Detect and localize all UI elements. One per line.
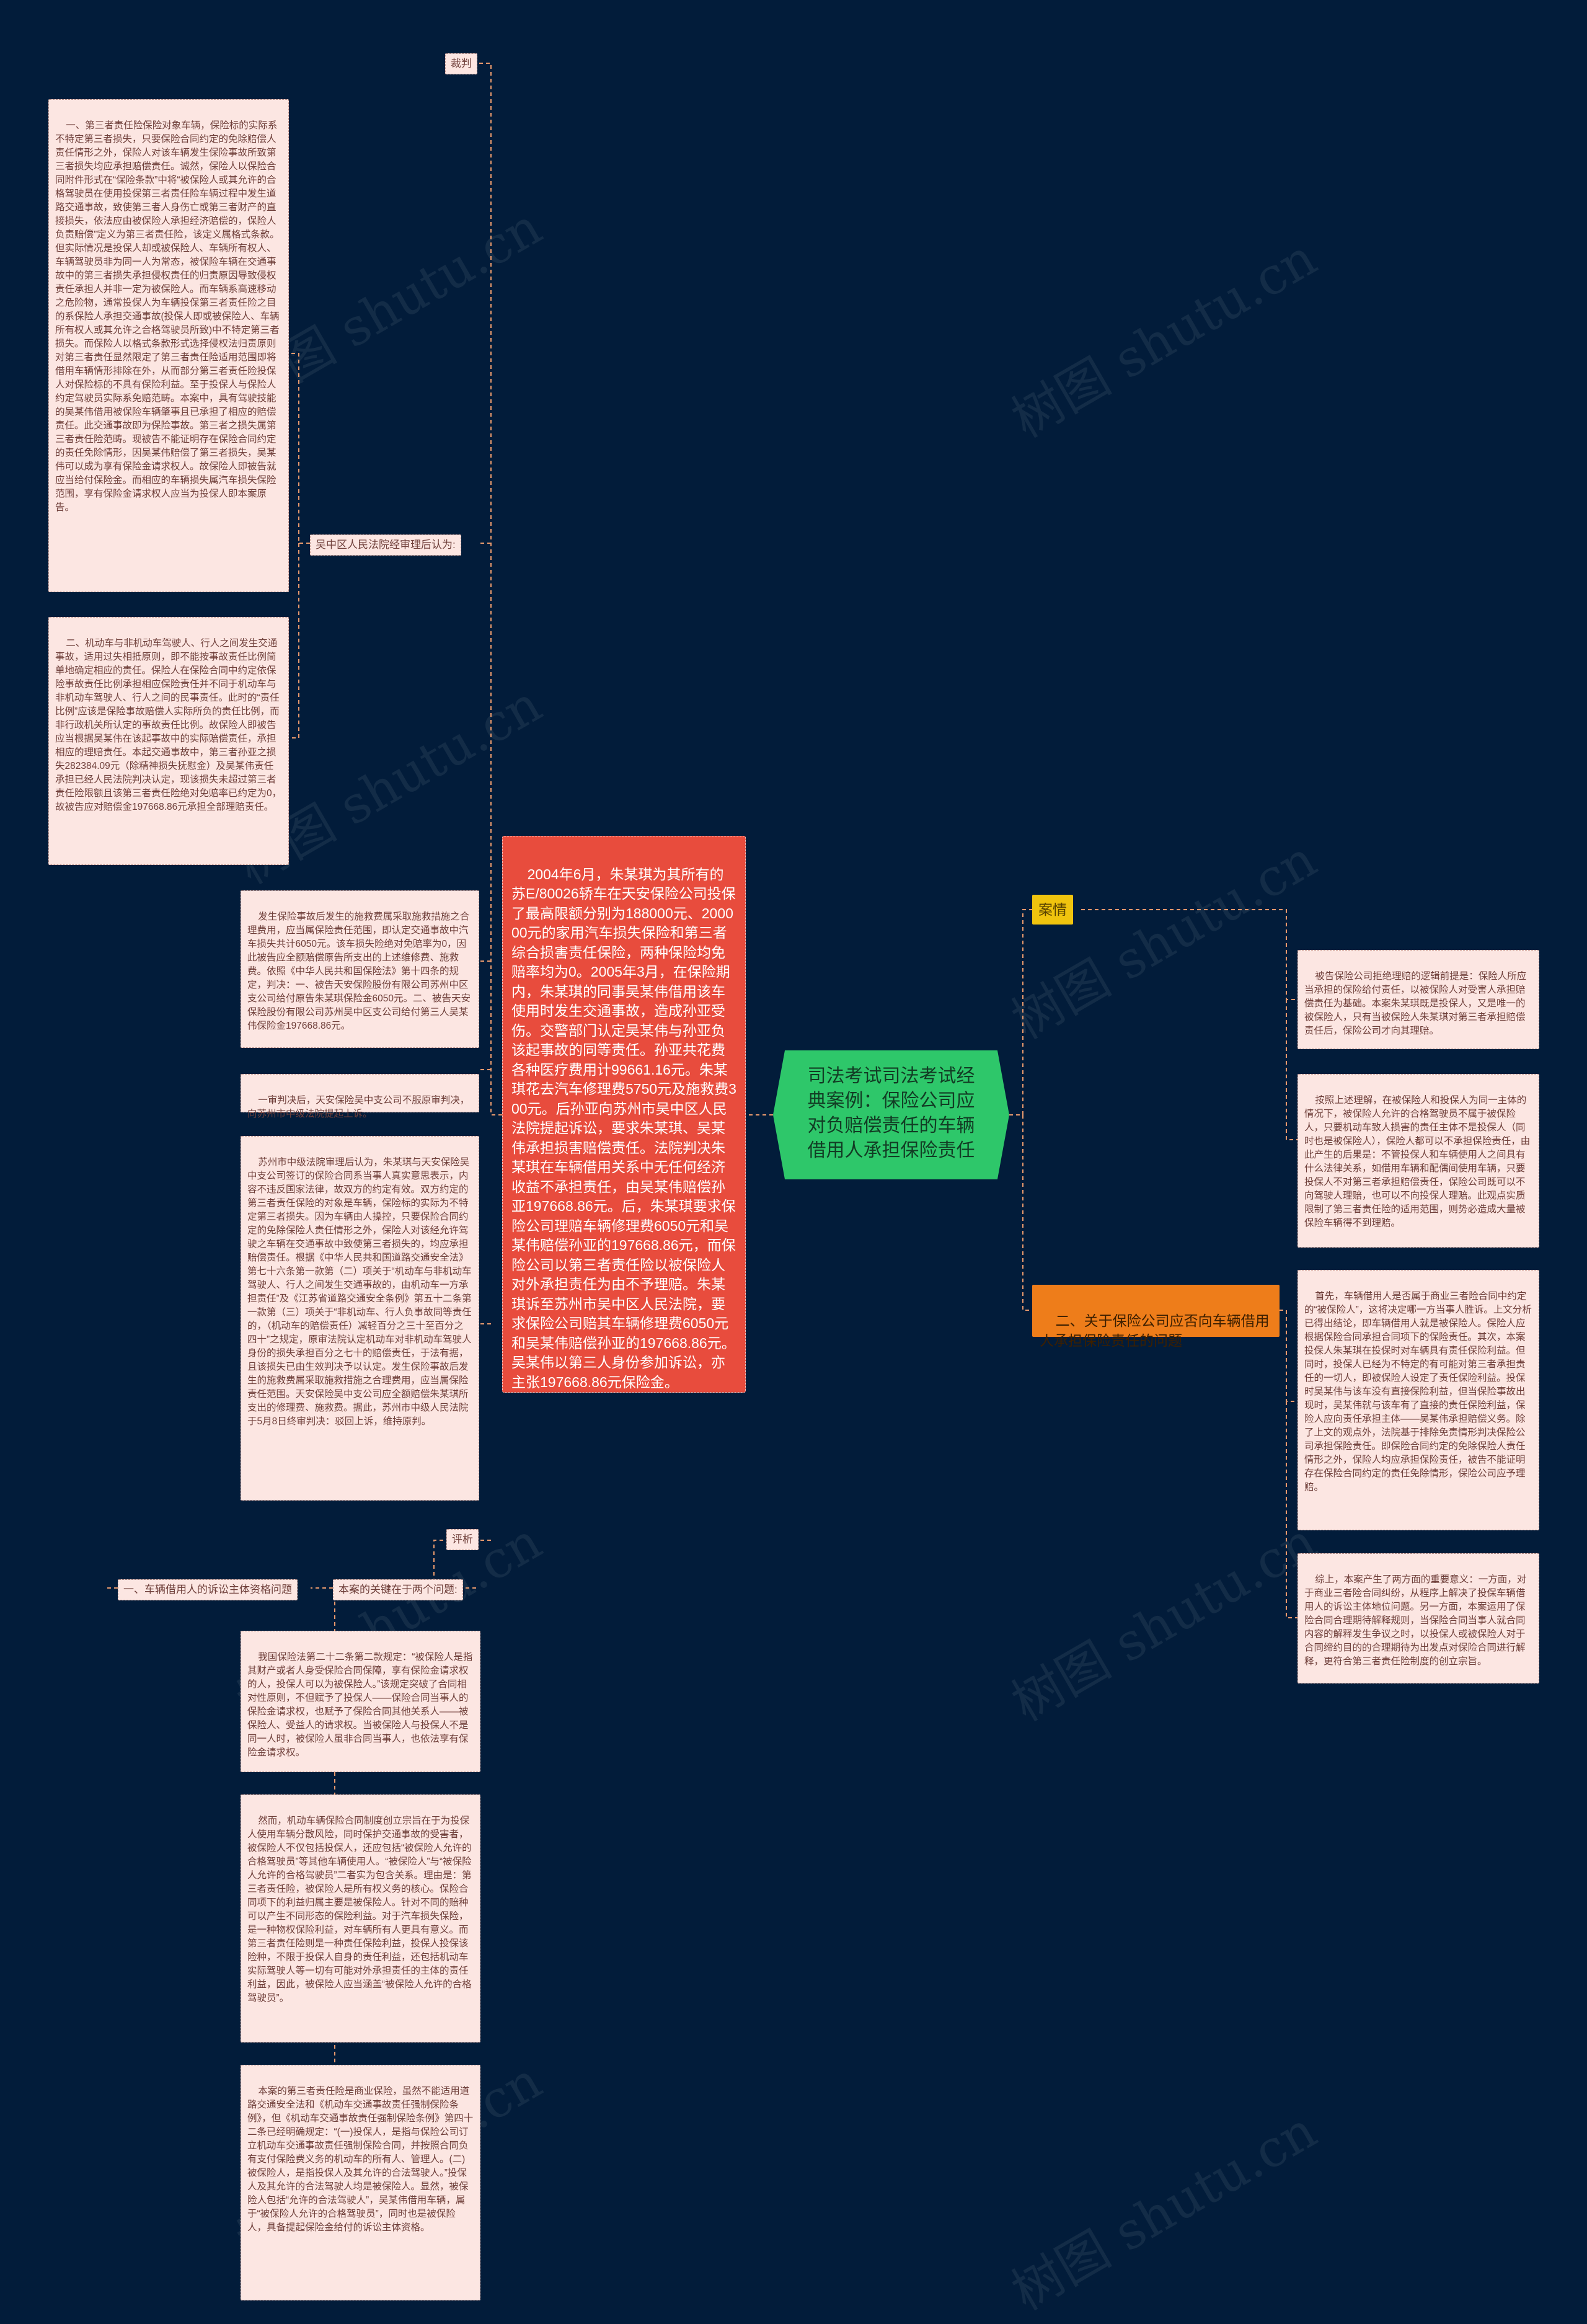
wuzhong-reasoning-3: 发生保险事故后发生的施救费属采取施救措施之合理费用，应当属保险责任范围，即认定交… (241, 890, 479, 1048)
comment-leaf-2: 然而，机动车辆保险合同制度创立宗旨在于为投保人使用车辆分散风险，同时保护交通事故… (241, 1794, 480, 2042)
root-title: 司法考试司法考试经典案例：保险公司应对负赔偿责任的车辆借用人承担保险责任 (807, 1066, 975, 1161)
case-summary-node[interactable]: 2004年6月，朱某琪为其所有的苏E/80026轿车在天安保险公司投保了最高限额… (502, 836, 746, 1393)
wuzhong-court-tag[interactable]: 吴中区人民法院经审理后认为: (310, 534, 461, 556)
case-tag[interactable]: 案情 (1032, 895, 1073, 925)
connector (1286, 1401, 1297, 1618)
comment-leaf-1: 我国保险法第二十二条第二款规定：“被保险人是指其财产或者人身受保险合同保障，享有… (241, 1631, 480, 1772)
issue-2-tag[interactable]: 二、关于保险公司应否向车辆借用人承担保险责任的问题 (1032, 1285, 1280, 1349)
wuzhong-reasoning-2: 二、机动车与非机动车驾驶人、行人之间发生交通事故，适用过失相抵原则，即不能按事故… (48, 617, 289, 865)
case-summary-text: 2004年6月，朱某琪为其所有的苏E/80026轿车在天安保险公司投保了最高限额… (511, 866, 736, 1390)
connector (289, 353, 310, 544)
connector (1280, 1310, 1297, 1402)
root-topic[interactable]: 司法考试司法考试经典案例：保险公司应对负赔偿责任的车辆借用人承担保险责任 (773, 1050, 1009, 1179)
right-leaf-4: 综上，本案产生了两方面的重要意义：一方面，对于商业三者险合同纠纷，从程序上解决了… (1297, 1553, 1539, 1683)
key-issues-tag[interactable]: 本案的关键在于两个问题: (333, 1579, 463, 1600)
connector (1286, 1000, 1297, 1140)
issue-1-tag[interactable]: 一、车辆借用人的诉讼主体资格问题 (118, 1579, 298, 1600)
intermediate-court-ruling: 苏州市中级法院审理后认为，朱某琪与天安保险吴中支公司签订的保险合同系当事人真实意… (241, 1136, 479, 1501)
connector (479, 63, 502, 1115)
right-leaf-3: 首先，车辆借用人是否属于商业三者险合同中约定的“被保险人”，这将决定哪一方当事人… (1297, 1270, 1539, 1530)
comment-tag[interactable]: 评析 (446, 1529, 479, 1550)
connector (1009, 909, 1032, 1115)
right-leaf-2: 按照上述理解，在被保险人和投保人为同一主体的情况下，被保险人允许的合格驾驶员不属… (1297, 1074, 1539, 1248)
right-leaf-1: 被告保险公司拒绝理赔的逻辑前提是：保险人所应当承担的保险给付责任，以被保险人对受… (1297, 950, 1539, 1049)
connector (1081, 909, 1297, 1000)
connector (289, 543, 299, 738)
comment-leaf-3: 本案的第三者责任险是商业保险，虽然不能适用道路交通安全法和《机动车交通事故责任强… (241, 2065, 480, 2300)
connector (1022, 1115, 1032, 1311)
appeal-note: 一审判决后，天安保险吴中支公司不服原审判决，向苏州市中级法院提起上诉。 (241, 1074, 479, 1119)
wuzhong-reasoning-1: 一、第三者责任险保险对象车辆，保险标的实际系不特定第三者损失，只要保险合同约定的… (48, 99, 289, 592)
judgement-tag[interactable]: 裁判 (445, 53, 477, 74)
